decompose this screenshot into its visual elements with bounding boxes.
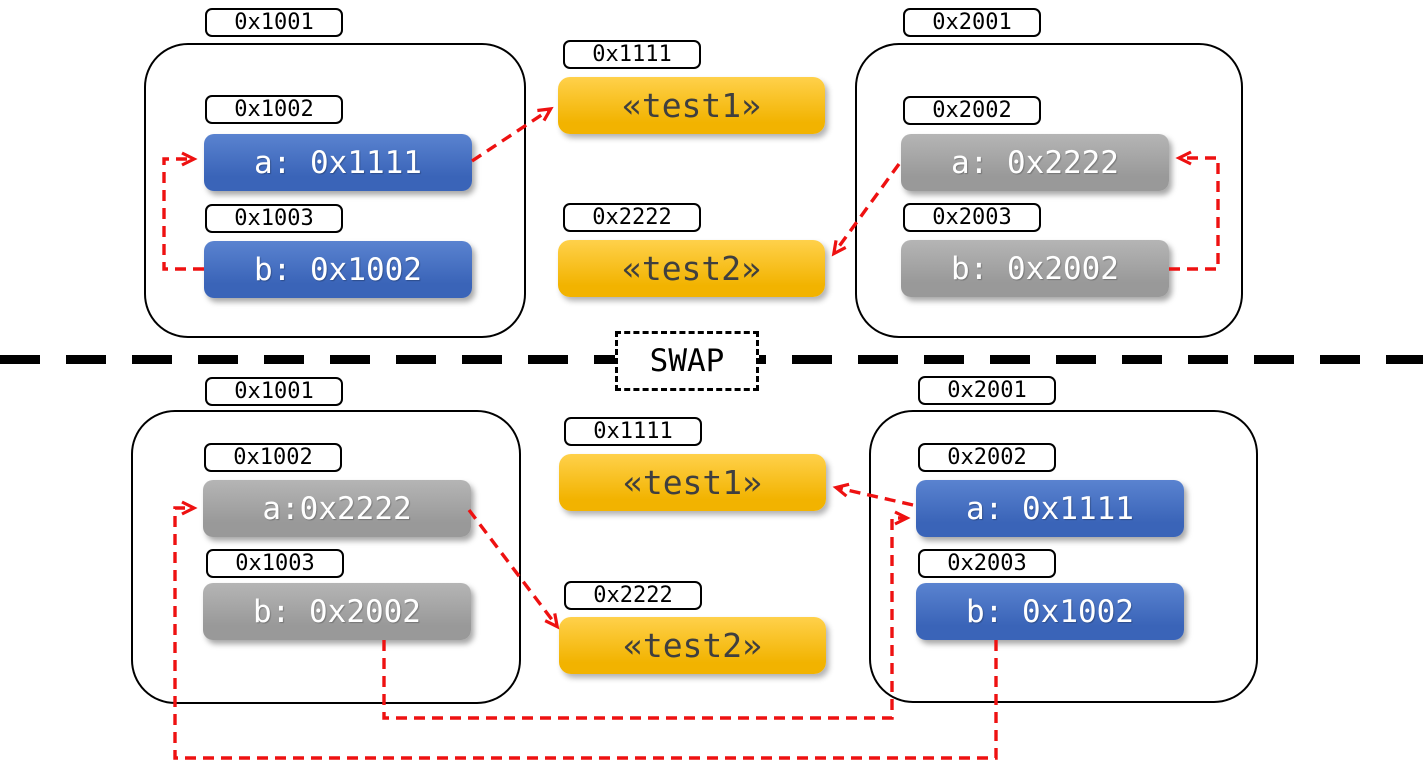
- after-right-slot-a-address-tag: 0x2002: [918, 443, 1056, 472]
- after-left-slot-a: a:0x2222: [203, 480, 471, 537]
- after-left-slot-a-address-tag: 0x1002: [204, 443, 342, 472]
- swap-label-box: SWAP: [615, 331, 759, 391]
- after-right-slot-a: a: 0x1111: [916, 480, 1184, 537]
- after-heap-obj2-address-tag: 0x2222: [564, 581, 702, 610]
- before-right-slot-a-address-tag: 0x2002: [903, 96, 1041, 125]
- before-heap-obj2: «test2»: [558, 240, 825, 297]
- before-left-slot-a-address-tag: 0x1002: [205, 95, 343, 124]
- before-right-slot-b: b: 0x2002: [901, 240, 1169, 297]
- swap-label: SWAP: [649, 343, 725, 379]
- before-heap-obj2-address-tag: 0x2222: [563, 203, 701, 232]
- after-left-slot-b: b: 0x2002: [203, 583, 471, 640]
- after-left-frame-address-tag: 0x1001: [205, 377, 343, 406]
- before-heap-obj1-address-tag: 0x1111: [563, 40, 701, 69]
- before-left-slot-a: a: 0x1111: [204, 134, 472, 191]
- after-heap-obj2: «test2»: [559, 617, 826, 674]
- after-heap-obj1: «test1»: [559, 454, 826, 511]
- before-left-slot-b-address-tag: 0x1003: [205, 204, 343, 233]
- before-right-frame-address-tag: 0x2001: [903, 8, 1041, 37]
- before-left-frame-address-tag: 0x1001: [205, 8, 343, 37]
- before-right-slot-b-address-tag: 0x2003: [903, 203, 1041, 232]
- after-right-frame-address-tag: 0x2001: [918, 376, 1056, 405]
- after-right-slot-b-address-tag: 0x2003: [918, 549, 1056, 578]
- before-right-slot-a: a: 0x2222: [901, 134, 1169, 191]
- before-left-slot-b: b: 0x1002: [204, 241, 472, 298]
- after-right-slot-b: b: 0x1002: [916, 583, 1184, 640]
- after-heap-obj1-address-tag: 0x1111: [564, 417, 702, 446]
- after-left-slot-b-address-tag: 0x1003: [206, 549, 344, 578]
- before-heap-obj1: «test1»: [558, 77, 825, 134]
